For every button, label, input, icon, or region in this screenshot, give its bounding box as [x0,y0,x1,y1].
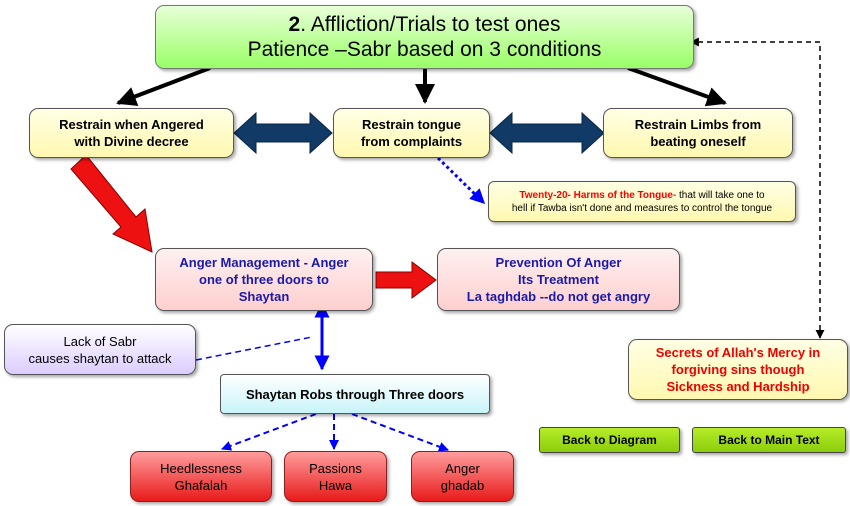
harms-line1-text: - that will take one to [672,189,765,201]
condition-anger-line2: with Divine decree [74,134,189,149]
double-arrow-anger-tongue [233,111,333,155]
dashed-arrow-to-anger-door [351,413,449,452]
secrets-line2: forgiving sins though [671,362,805,377]
secrets-line3: Sickness and Hardship [666,379,810,394]
door-passions-line2: Hawa [318,477,353,493]
dotted-arrow-tongue-to-harms [436,156,486,205]
secrets-of-mercy-box: Secrets of Allah's Mercy in forgiving si… [628,339,848,400]
main-topic-line1-text: . Affliction/Trials to test ones [300,13,561,36]
condition-limbs-box: Restrain Limbs from beating oneself [603,108,793,158]
anger-management-line1: Anger Management - Anger [179,255,349,270]
door-passions-box: Passions Hawa [284,451,387,502]
prevention-of-anger-box: Prevention Of Anger Its Treatment La tag… [437,248,680,311]
dashed-line-lack-sabr [195,336,313,361]
anger-management-box: Anger Management - Anger one of three do… [155,248,373,311]
main-topic-number: 2 [288,13,301,36]
back-to-main-text-button[interactable]: Back to Main Text [692,427,846,453]
lack-sabr-line2: causes shaytan to attack [28,350,172,366]
arrow-main-to-anger [116,66,211,106]
anger-management-line3: Shaytan [238,289,290,304]
condition-tongue-box: Restrain tongue from complaints [333,108,490,158]
dashed-connector-main-secrets [689,37,825,339]
secrets-line1: Secrets of Allah's Mercy in [655,345,821,360]
lack-of-sabr-box: Lack of Sabr causes shaytan to attack [4,324,196,375]
harms-title: Twenty-20- Harms of the Tongue [519,189,673,201]
main-topic-line1: 2. Affliction/Trials to test ones [289,12,561,37]
double-arrow-tongue-limbs [489,111,605,155]
main-topic-box: 2. Affliction/Trials to test ones Patien… [155,5,694,69]
condition-anger-line1: Restrain when Angered [59,117,204,132]
shaytan-robs-box: Shaytan Robs through Three doors [220,374,490,414]
door-anger-line1: Anger [445,460,480,476]
door-anger-line2: ghadab [440,477,485,493]
shaytan-robs-text: Shaytan Robs through Three doors [245,386,465,402]
back-to-diagram-button[interactable]: Back to Diagram [539,427,680,453]
condition-limbs-line2: beating oneself [650,134,746,149]
prevention-line3: La taghdab --do not get angry [466,289,651,304]
door-passions-line1: Passions [309,460,362,476]
condition-tongue-line2: from complaints [360,134,463,149]
harms-of-tongue-box: Twenty-20- Harms of the Tongue- that wil… [488,181,796,222]
door-heedlessness-line1: Heedlessness [160,460,242,476]
prevention-line1: Prevention Of Anger [495,255,622,270]
red-arrow-anger-to-management [70,154,153,253]
condition-tongue-line1: Restrain tongue [362,117,461,132]
lack-sabr-line1: Lack of Sabr [63,333,137,349]
dashed-arrow-to-heedlessness [221,413,317,451]
harms-line1: Twenty-20- Harms of the Tongue- that wil… [519,189,764,202]
door-anger-box: Anger ghadab [411,451,514,502]
anger-management-line2: one of three doors to [199,272,329,287]
condition-limbs-line1: Restrain Limbs from [634,117,762,132]
condition-anger-box: Restrain when Angered with Divine decree [29,108,234,158]
arrow-main-to-limbs [627,66,727,107]
harms-line2: hell if Tawba isn't done and measures to… [511,202,773,214]
main-topic-line2: Patience –Sabr based on 3 conditions [247,38,602,61]
prevention-line2: Its Treatment [518,272,599,287]
red-arrow-management-to-prevention [375,261,437,299]
door-heedlessness-line2: Ghafalah [174,477,228,493]
door-heedlessness-box: Heedlessness Ghafalah [130,451,272,502]
